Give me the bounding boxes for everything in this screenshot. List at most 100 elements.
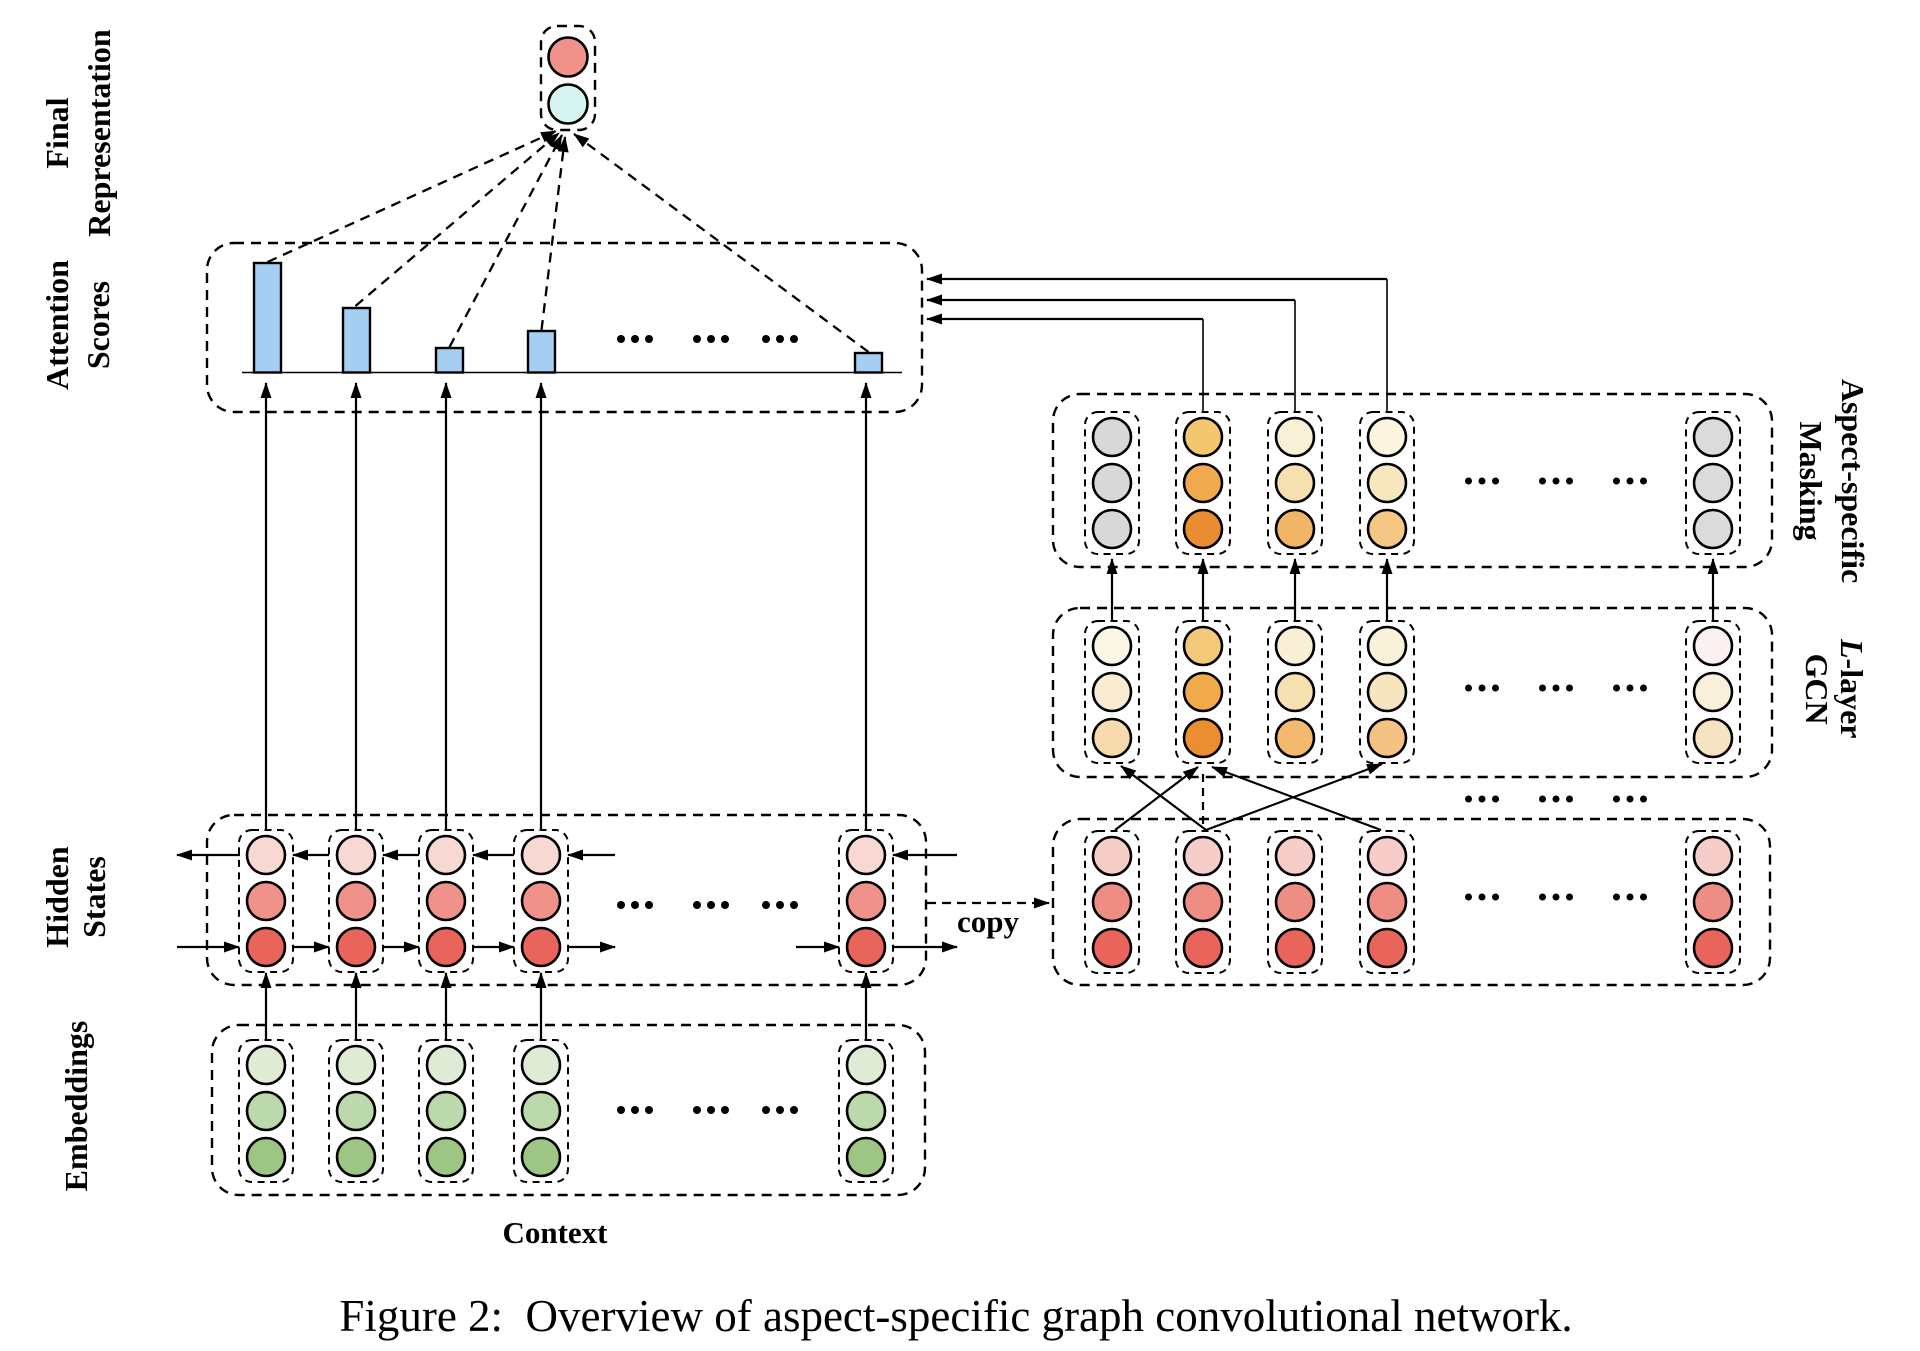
copy-ellipsis-g2-d2 [1552,893,1560,901]
embedding-ellipsis-g1-d1 [617,1106,625,1114]
masking-ellipsis-g1-d3 [1492,477,1499,485]
label-copy: copy [957,904,1020,939]
masking-ellipsis-g3-d1 [1613,477,1620,485]
copy-ellipsis-g2-d3 [1566,893,1573,901]
attention-bar-1 [252,261,283,374]
masking-ellipsis-g1-d1 [1465,477,1472,485]
final-representation-unit-2 [547,83,589,125]
attention-bar-chart [242,261,902,374]
embedding-col1-outline [238,1039,294,1183]
hidden-state-col2-unit-3 [335,926,377,968]
copy-col1-unit-3 [1091,927,1133,969]
label-embeddings: Embeddings [58,1021,94,1192]
hidden-state-col1-unit-2 [245,880,287,922]
gcn-col3-unit-2 [1274,671,1316,713]
masking-col4-outline [1359,411,1415,555]
hidden-states-box [205,813,928,987]
hidden-ellipsis-g3-d3 [790,901,798,909]
copy-ellipsis-g3-d2 [1626,893,1634,901]
masking-col3-unit-2 [1274,462,1316,504]
hidden-state-col5-unit-2 [845,880,887,922]
hidden-ellipsis-g1-d2 [631,901,639,909]
hidden-state-col1-unit-1 [245,834,287,876]
hidden-state-col1-unit-3 [245,926,287,968]
gcn-col1-unit-2 [1091,671,1133,713]
attention-ellipsis-g1-d3 [645,335,653,343]
gcn-ellipsis-g1-d3 [1492,684,1499,692]
hidden-ellipsis-g1-d3 [645,901,653,909]
gcn-col3-outline [1267,620,1323,764]
attention-bar-2 [341,306,372,374]
between-ellipsis-g3-d3 [1640,795,1647,803]
masking-col5-unit-3 [1692,508,1734,550]
gcn-ellipsis-g2-d2 [1552,684,1560,692]
copy-col1-unit-1 [1091,835,1133,877]
label-attention-scores-line2: Scores [80,281,116,369]
embedding-ellipsis-g3-d2 [776,1106,784,1114]
gcn-ellipsis-g3-d3 [1640,684,1647,692]
attention-to-final-arrow-1 [267,129,557,264]
attention-scores-box [205,241,924,414]
graph-edge-arrow-4 [1211,765,1382,832]
attention-ellipsis-g3-d1 [762,335,770,343]
embedding-col1-unit-2 [245,1090,287,1132]
hidden-state-col4-unit-3 [520,926,562,968]
gcn-col3-unit-3 [1274,717,1316,759]
label-hidden-states-line2: States [76,856,112,938]
hidden-state-col4-unit-1 [520,834,562,876]
gcn-col4-unit-1 [1366,625,1408,667]
masking-ellipsis-g3-d2 [1626,477,1634,485]
final-representation-box [539,24,597,132]
attention-to-final-arrow-4 [540,136,569,331]
attention-to-final-arrow-5 [573,133,870,353]
graph-edge-arrow-1 [1114,766,1199,831]
copy-states-box [1051,817,1772,987]
gcn-col4-outline [1359,620,1415,764]
embedding-col3-outline [418,1039,474,1183]
hidden-state-col3-unit-2 [425,880,467,922]
gcn-ellipsis-g3-d1 [1613,684,1620,692]
masking-col1-unit-1 [1091,416,1133,458]
copy-col4-unit-2 [1366,881,1408,923]
copy-ellipsis-g2-d1 [1539,893,1546,901]
embedding-col2-unit-2 [335,1090,377,1132]
hidden-state-col3-outline [418,829,474,973]
gcn-ellipsis-g1-d1 [1465,684,1472,692]
hidden-ellipsis-g1-d1 [617,901,625,909]
label-aspect-masking-line2: Masking [1793,421,1829,540]
gcn-ellipsis-g3-d2 [1626,684,1634,692]
gcn-col1-unit-3 [1091,717,1133,759]
label-final-representation-line1: Final [39,97,75,168]
figure-caption: Figure 2: Overview of aspect-specific gr… [339,1291,1572,1341]
gcn-ellipsis-g1-d2 [1478,684,1486,692]
masking-col5-unit-1 [1692,416,1734,458]
gcn-col5-outline [1685,620,1741,764]
gcn-col4-unit-3 [1366,717,1408,759]
embedding-col3-unit-2 [425,1090,467,1132]
copy-col3-unit-1 [1274,835,1316,877]
vector-columns [238,36,1741,1183]
final-representation-unit-1 [547,36,589,78]
copy-col2-outline [1175,830,1231,974]
embedding-col5-unit-1 [845,1044,887,1086]
hidden-state-col4-outline [513,829,569,973]
connector-arrows [176,129,1719,1039]
copy-col1-outline [1084,830,1140,974]
embedding-col5-unit-2 [845,1090,887,1132]
l-layer-gcn-box [1051,606,1774,779]
embeddings-box [210,1023,927,1197]
embedding-col4-outline [513,1039,569,1183]
attention-to-final-arrow-3 [448,134,564,348]
masking-col1-unit-2 [1091,462,1133,504]
between-ellipsis-g1-d2 [1478,795,1486,803]
hidden-state-col2-outline [328,829,384,973]
embedding-col4-unit-1 [520,1044,562,1086]
attention-to-final-arrow-2 [354,132,560,307]
copy-col3-outline [1267,830,1323,974]
copy-col5-unit-2 [1692,881,1734,923]
label-l-layer-gcn-line1: L-layer [1834,638,1870,739]
embedding-col1-unit-1 [245,1044,287,1086]
masking-col1-unit-3 [1091,508,1133,550]
gcn-ellipsis-g2-d1 [1539,684,1546,692]
